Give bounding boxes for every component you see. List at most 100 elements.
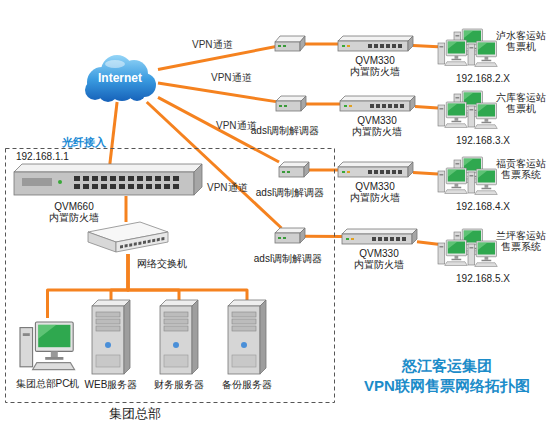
pc-screen-glare <box>478 243 488 251</box>
port <box>402 237 406 241</box>
pc-screen <box>448 170 465 182</box>
firewall-front <box>342 234 412 244</box>
pc-tower <box>468 172 475 193</box>
port <box>164 176 170 181</box>
modem-top <box>275 36 305 42</box>
pc-symbol <box>438 168 467 194</box>
firewall-front <box>338 41 408 51</box>
modem-side <box>304 162 309 177</box>
node-sublabel: 192.168.5.X <box>448 273 518 284</box>
pc-keyboard <box>445 62 468 66</box>
brand-panel <box>22 178 52 186</box>
port <box>164 184 170 189</box>
node-label: 福贡客运站 售票系统 <box>495 158 547 180</box>
ticket-pc-group-icon <box>438 228 498 268</box>
led <box>287 171 290 173</box>
pc-drive <box>456 97 460 99</box>
port <box>400 104 404 108</box>
network-link <box>125 196 128 222</box>
pc-screen-glare <box>478 105 488 113</box>
pc-symbol <box>468 103 497 129</box>
led <box>346 238 349 240</box>
port <box>137 184 143 189</box>
port <box>396 237 400 241</box>
firewall-device: QVM330 内置防火墙 <box>338 36 413 52</box>
zone-outline <box>6 149 335 403</box>
port <box>148 240 151 244</box>
pc-drive <box>470 247 474 249</box>
server-grille <box>164 355 188 367</box>
port <box>152 239 155 243</box>
port <box>110 176 116 181</box>
edge-group <box>48 44 439 318</box>
pc-base <box>482 260 492 262</box>
port <box>392 170 396 174</box>
pc-symbol <box>438 102 467 128</box>
firewall-device-icon <box>338 162 413 178</box>
ticket-pc-group: 泸水客运站 售票机192.168.2.X <box>438 28 498 68</box>
firewall-top <box>338 36 413 41</box>
server-top <box>92 300 130 306</box>
pc-drive <box>440 246 444 248</box>
network-link <box>415 106 438 108</box>
pc-symbol <box>468 169 497 195</box>
pc-drive <box>440 46 444 48</box>
port <box>380 44 384 48</box>
pc-stand <box>51 351 58 357</box>
server-front <box>228 306 260 374</box>
pc-drive <box>440 174 444 176</box>
led <box>58 180 62 184</box>
pc-drive <box>456 163 460 165</box>
port <box>368 44 372 48</box>
pc-base <box>452 121 462 123</box>
drive-bay <box>96 312 120 317</box>
firewall-device-icon <box>340 96 415 112</box>
pc-screen-glare <box>478 43 488 51</box>
modem-led <box>278 45 281 47</box>
pc-screen-glare <box>448 42 458 50</box>
firewall-side <box>410 96 415 111</box>
port <box>388 104 392 108</box>
pc-drive <box>470 47 474 49</box>
network-link <box>305 235 342 238</box>
pc-drive <box>440 108 444 110</box>
modem-side <box>301 96 306 111</box>
pc-tower <box>468 44 475 65</box>
ticket-pc-group-icon <box>438 28 498 68</box>
led <box>284 105 287 107</box>
drive-bay <box>96 319 120 324</box>
drive-bay <box>232 319 256 324</box>
port <box>101 184 107 189</box>
modem-side <box>300 228 305 243</box>
modem-front <box>275 42 300 51</box>
port <box>380 170 384 174</box>
server-side <box>192 300 198 374</box>
port <box>384 237 388 241</box>
led <box>342 45 345 47</box>
firewall-top <box>340 96 415 101</box>
adsl-modem: adsl调制解调器 <box>279 162 309 178</box>
link-label: VPN通道 <box>207 182 248 194</box>
headquarters-zone: 192.168.1.1QVM660 内置防火墙网络交换机集团总部PC机WEB服务… <box>5 148 335 403</box>
server-box: 备份服务器 <box>228 300 266 375</box>
pc-stand <box>485 57 489 60</box>
server-grille <box>96 355 120 367</box>
led <box>344 105 347 107</box>
network-link <box>110 102 117 164</box>
drive-bay <box>232 312 256 317</box>
pc-keyboard <box>445 262 468 266</box>
node-label: QVM330 内置防火墙 <box>335 181 415 203</box>
port <box>173 184 179 189</box>
pc-tower <box>438 105 445 126</box>
node-label: adsl调制解调器 <box>245 125 325 136</box>
port <box>129 243 132 247</box>
hq-pc-icon <box>20 318 75 374</box>
link-label: 光纤接入 <box>62 136 106 148</box>
led <box>278 237 281 239</box>
led <box>349 105 352 107</box>
pc-monitor <box>476 41 496 57</box>
port <box>119 176 125 181</box>
pc-tower <box>438 171 445 192</box>
pc-screen <box>38 325 70 347</box>
node-sublabel: 192.168.4.X <box>448 201 518 212</box>
